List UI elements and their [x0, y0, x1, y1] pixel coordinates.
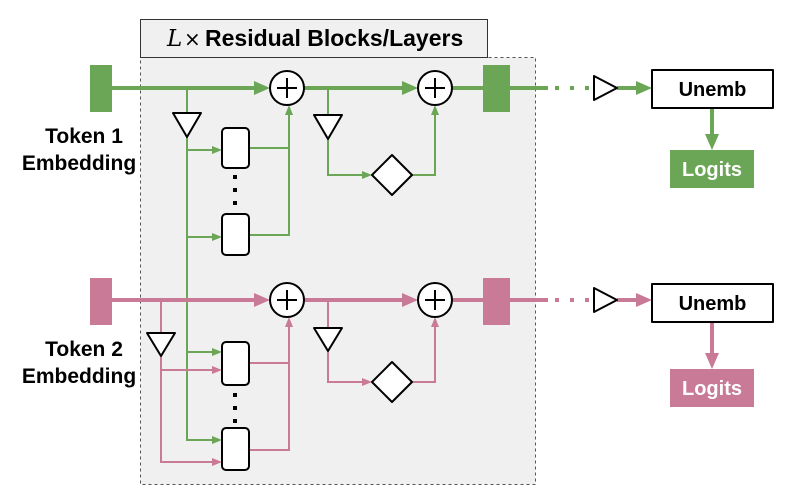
token1-label-line1: Token 1	[45, 125, 123, 148]
token2-diamond-icon	[371, 361, 413, 403]
title-text: Residual Blocks/Layers	[205, 25, 463, 51]
token2-branch-lines	[160, 300, 439, 466]
token1-output-triangle-icon	[593, 75, 618, 101]
token2-head-rect-1	[221, 341, 250, 386]
token2-diamond-to-add2-arrow	[412, 317, 439, 383]
token1-triangle-to-diamond-arrow	[327, 139, 372, 179]
token2-head-fanout-line	[160, 356, 222, 466]
token1-head-rect-1	[221, 127, 250, 169]
token1-add1-circle-plus-icon	[269, 70, 305, 106]
token1-add2-circle-plus-icon	[417, 70, 453, 106]
token1-diamond-triangle-icon	[313, 114, 343, 140]
token2-add2-circle-plus-icon	[417, 282, 453, 318]
token1-branch-lines	[186, 88, 439, 444]
token2-embedding-bar	[90, 278, 112, 325]
token2-add1-circle-plus-icon	[269, 282, 305, 318]
token1-logits-label: Logits	[682, 159, 742, 181]
token1-unemb-label: Unemb	[679, 79, 747, 101]
token1-diamond-to-add2-arrow	[412, 105, 439, 176]
token1-unemb-box	[651, 69, 774, 109]
token2-main-stream	[112, 293, 719, 369]
token2-ellipsis-dot-2	[233, 406, 237, 410]
token2-output-bar	[483, 278, 510, 325]
token1-main-stream	[112, 81, 719, 150]
token1-ellipsis-dot-2	[233, 188, 237, 192]
token2-logits-label: Logits	[682, 378, 742, 400]
token2-unemb-label: Unemb	[679, 293, 747, 315]
token1-diamond-icon	[371, 154, 413, 196]
token2-heads-to-add1-arrow	[249, 317, 293, 451]
title-group: L × Residual Blocks/Layers	[140, 19, 488, 58]
token2-ellipsis-dot-1	[233, 393, 237, 397]
token2-diamond-triangle-icon	[313, 327, 343, 352]
token2-label-line2: Embedding	[22, 365, 136, 388]
token2-label-line1: Token 2	[45, 338, 123, 361]
token1-label-line2: Embedding	[22, 152, 136, 175]
token1-ellipsis-dot-3	[233, 201, 237, 205]
token1-ellipsis-dot-1	[233, 175, 237, 179]
token1-head-rect-2	[221, 213, 250, 256]
token2-head-rect-2	[221, 427, 250, 471]
token2-output-triangle-icon	[593, 287, 618, 313]
title-variable: L	[166, 26, 182, 52]
token2-ellipsis-dot-3	[233, 419, 237, 423]
residual-blocks-container	[140, 57, 536, 485]
token1-embedding-bar	[90, 65, 112, 112]
token1-logits-box	[670, 150, 754, 188]
title-box	[140, 19, 488, 58]
token2-triangle-to-diamond-arrow	[327, 351, 372, 386]
token2-logits-box	[670, 369, 754, 407]
title-times-symbol: ×	[184, 27, 201, 51]
token1-heads-to-add1-arrow	[249, 105, 293, 236]
token1-output-bar	[483, 65, 510, 112]
token2-unemb-box	[651, 283, 774, 323]
token2-head-triangle-icon	[146, 332, 176, 357]
token1-head-triangle-icon	[172, 112, 202, 138]
